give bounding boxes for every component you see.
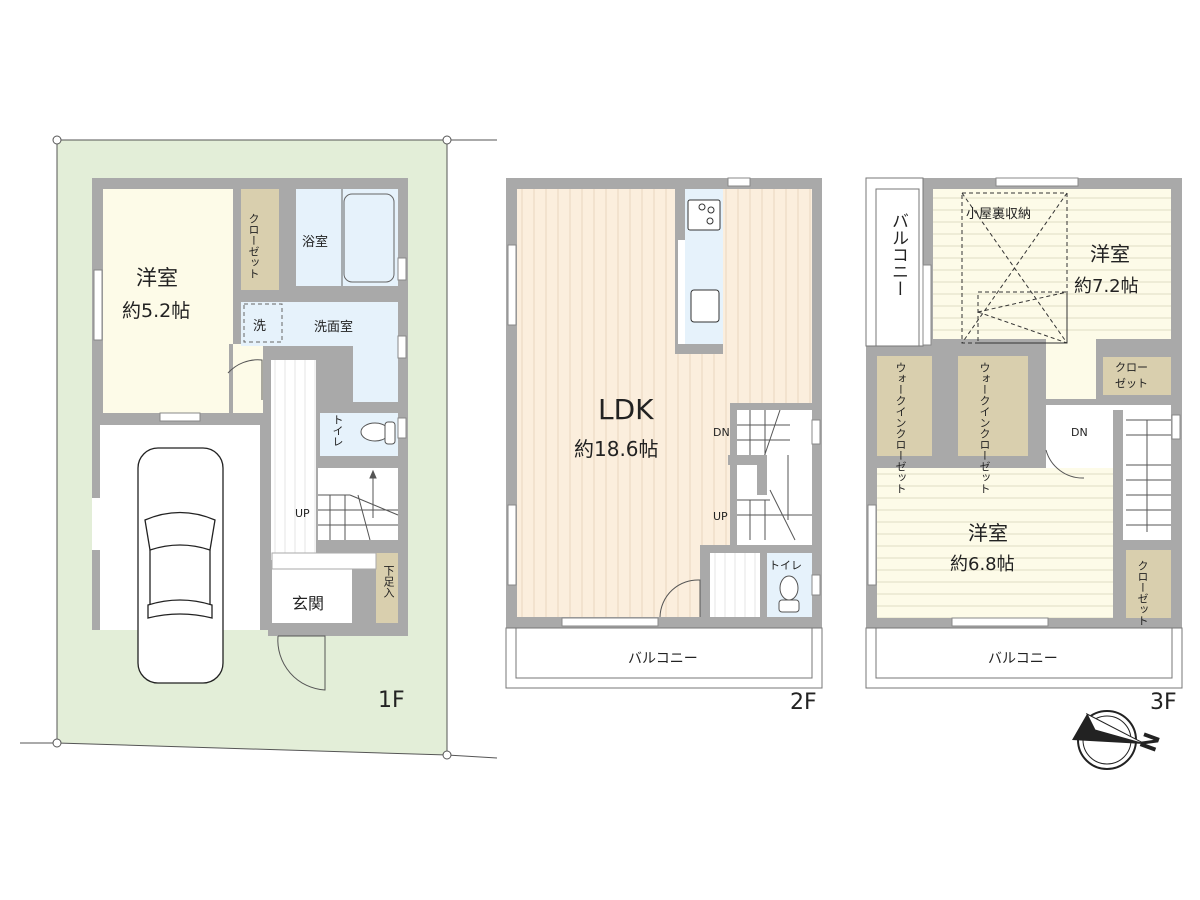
label-1f-washroom: 洗面室 [314, 320, 354, 335]
attic-storage-outline [961, 192, 1068, 344]
label-2f-balcony: バルコニー [628, 651, 698, 667]
label-1f-washer: 洗 [253, 319, 267, 334]
room-western-3f-north [933, 189, 1171, 339]
label-1f-western-name: 洋室 [136, 266, 178, 290]
label-3f-balcony: バルコニー [988, 651, 1058, 667]
floor-3f [865, 177, 1183, 689]
label-2f-stairs-dn: DN [713, 426, 730, 439]
walk-in-closet-1 [877, 356, 932, 456]
label-1f-toilet: トイレ [331, 414, 344, 447]
room-western-1f [103, 189, 229, 413]
walk-in-closet-2 [958, 356, 1028, 456]
floor-1f [20, 135, 498, 760]
room-western-3f-south [877, 468, 1113, 618]
label-2f-stairs-up: UP [713, 510, 728, 523]
label-2f-ldk-size: 約18.6帖 [574, 437, 659, 461]
shoe-storage [376, 553, 398, 623]
compass-icon [1072, 710, 1146, 770]
label-2f-ldk-name: LDK [598, 393, 654, 426]
closet-3f-north [1103, 357, 1171, 395]
label-3f-western-north-size: 約7.2帖 [1074, 276, 1139, 297]
label-3f-western-south-name: 洋室 [968, 521, 1008, 545]
closet-1f [241, 189, 279, 290]
label-1f-western-size: 約5.2帖 [122, 300, 191, 322]
label-3f-balcony-side: バルコニー [888, 212, 908, 297]
label-3f-western-south-size: 約6.8帖 [950, 554, 1015, 575]
label-3f-western-north-name: 洋室 [1090, 242, 1130, 266]
floor-2f [505, 177, 823, 689]
car-icon [137, 447, 224, 684]
label-3f-wic-2: ウォークインクローゼット [978, 362, 991, 494]
label-1f-entrance: 玄関 [292, 594, 325, 613]
floor-label-2f: 2F [790, 690, 817, 715]
stairs-1f [318, 468, 398, 540]
closet-3f-south [1126, 550, 1171, 618]
floor-label-3f: 3F [1150, 690, 1177, 715]
room-washroom [241, 302, 398, 346]
label-1f-closet: クローゼット [247, 213, 260, 279]
hallway-1f [271, 360, 316, 560]
label-2f-toilet: トイレ [769, 559, 802, 572]
label-3f-stairs-dn: DN [1071, 426, 1088, 439]
label-3f-closet-south: クローゼット [1136, 560, 1149, 626]
room-entrance [272, 569, 352, 623]
label-3f-closet-north: クローゼット [1115, 361, 1148, 390]
floor-label-1f: 1F [378, 688, 405, 713]
label-1f-shoe-storage: 下足入 [382, 565, 395, 598]
label-1f-stairs-up: UP [295, 507, 310, 520]
label-1f-bathroom: 浴室 [302, 235, 329, 250]
stairs-2f [737, 410, 812, 555]
label-3f-attic: 小屋裏収納 [966, 207, 1032, 222]
label-3f-wic-1: ウォークインクローゼット [894, 362, 907, 494]
